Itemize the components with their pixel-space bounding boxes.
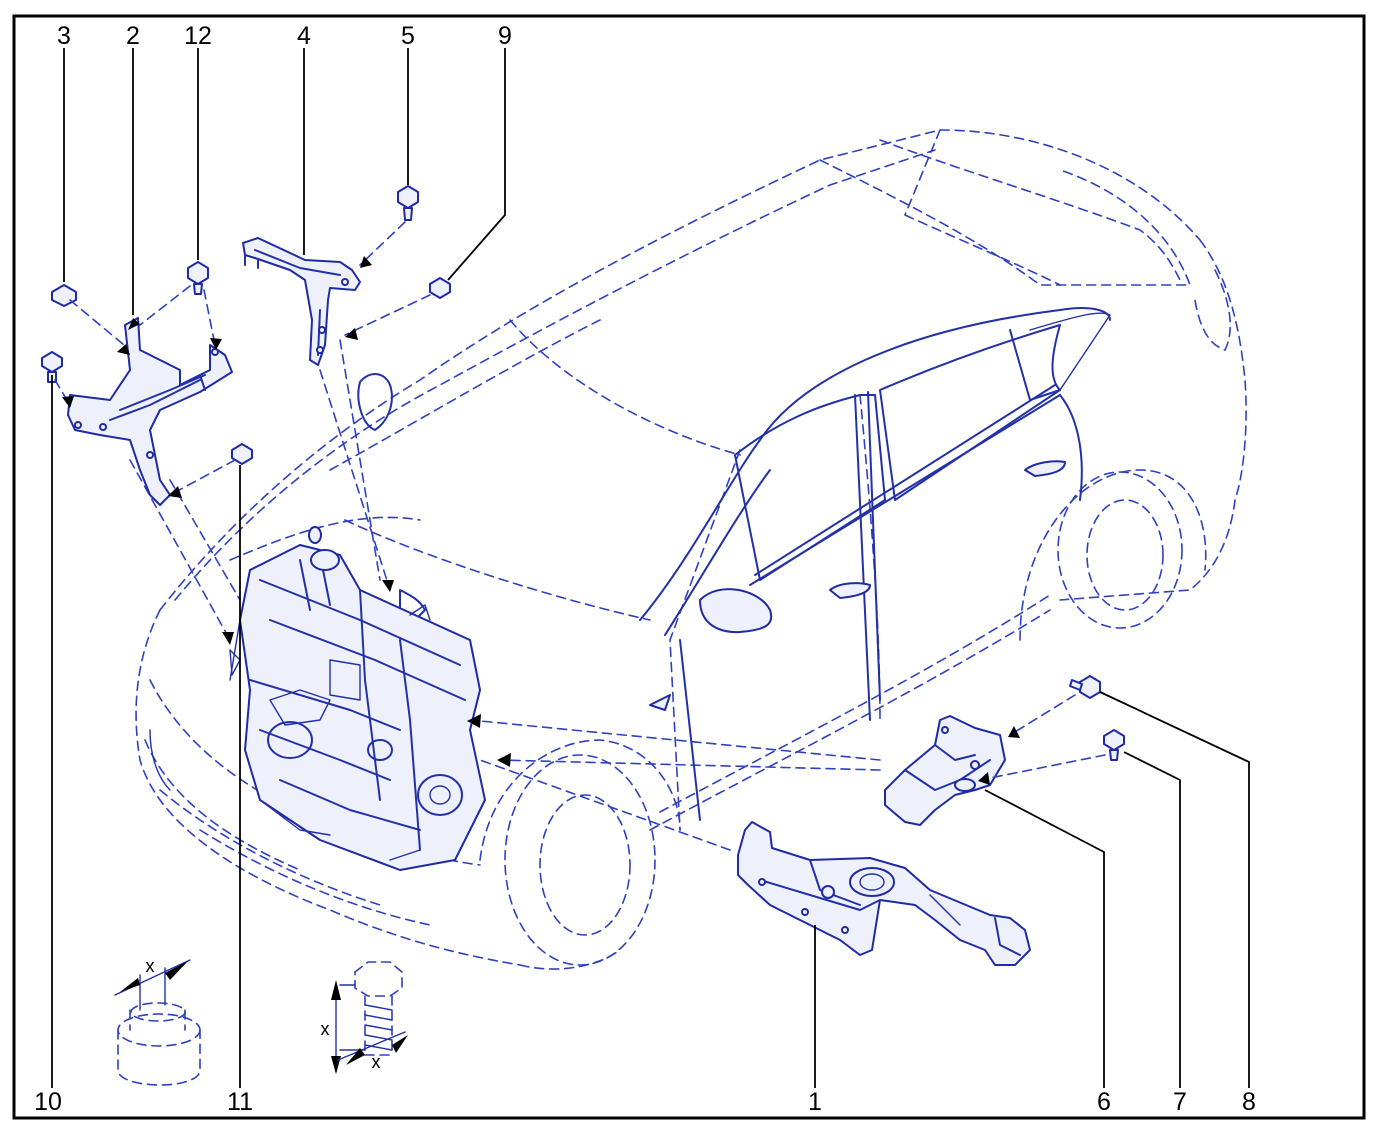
part-12-bolt [139, 261, 216, 346]
part-5-bolt [359, 185, 419, 266]
part-4-upper-bracket [242, 237, 361, 366]
label-2: 2 [126, 22, 140, 50]
label-8: 8 [1242, 1088, 1256, 1116]
part-2-left-bracket [67, 317, 233, 506]
part-8-bolt [1009, 675, 1101, 736]
label-10: 10 [34, 1088, 62, 1116]
dimension-marks: x x x [146, 956, 381, 1072]
label-1: 1 [808, 1088, 822, 1116]
arrow-heads [62, 256, 1020, 785]
bolt-dimension-x-horizontal: x [372, 1052, 381, 1072]
part-10-bolt [41, 351, 71, 406]
part-6-right-bracket [884, 715, 1006, 826]
nut-dimension-x: x [146, 956, 155, 976]
bolt-detail [331, 961, 408, 1074]
leader-lines [51, 48, 1250, 1088]
engine-block [229, 526, 486, 871]
label-3: 3 [57, 22, 71, 50]
part-1-lower-bracket [737, 821, 1031, 966]
diagram-frame [12, 14, 1366, 1120]
part-9-bolt [344, 277, 451, 336]
label-7: 7 [1173, 1088, 1187, 1116]
label-12: 12 [184, 22, 212, 50]
part-11-nut [169, 443, 253, 496]
label-9: 9 [498, 22, 512, 50]
car-body-solid [149, 307, 1111, 821]
part-3-square-nut [51, 284, 131, 351]
label-4: 4 [297, 22, 311, 50]
label-6: 6 [1097, 1088, 1111, 1116]
label-5: 5 [401, 22, 415, 50]
callout-labels: 3 2 12 4 5 9 10 11 1 6 7 8 [34, 22, 1256, 1116]
nut-detail [114, 959, 201, 1086]
bolt-dimension-x-vertical: x [321, 1019, 330, 1039]
part-7-bolt [979, 729, 1125, 781]
label-11: 11 [227, 1088, 253, 1116]
